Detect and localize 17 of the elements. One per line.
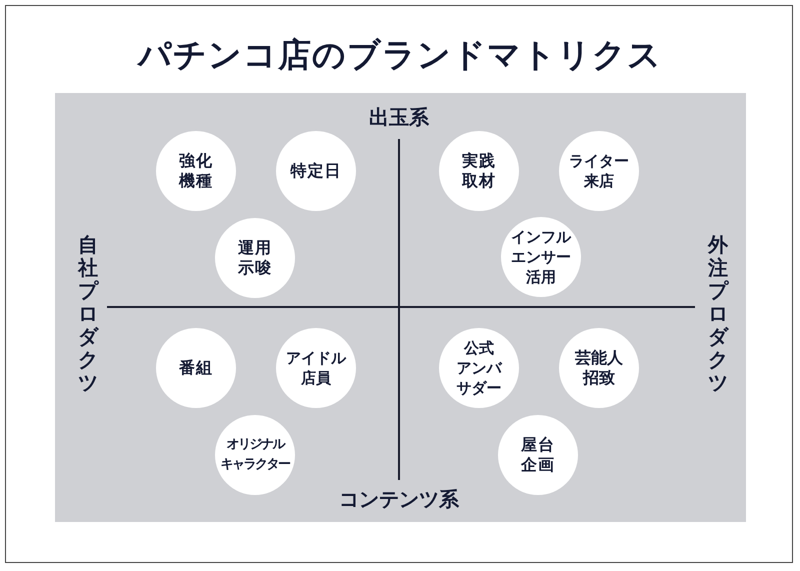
- circle-label: 芸能人招致: [575, 348, 623, 388]
- circle-label: 運用示唆: [238, 238, 272, 278]
- axis-label: コンテンツ系: [339, 488, 459, 510]
- title: パチンコ店のブランドマトリクス: [138, 34, 662, 76]
- axis-label: 出玉系: [369, 106, 429, 128]
- circle-label: アイドル店員: [286, 348, 346, 388]
- circle-label: ライター来店: [569, 151, 629, 191]
- circle-label: 屋台企画: [521, 435, 555, 475]
- circle-label: 番組: [179, 358, 213, 378]
- axis-label: 自社プロダクツ: [78, 234, 98, 394]
- axis-label: 外注プロダクツ: [708, 234, 728, 394]
- circle-label: 公式アンバサダー: [456, 338, 502, 398]
- circle-label: 強化機種: [179, 151, 213, 191]
- circle-label: インフルエンサー活用: [511, 227, 571, 287]
- circle-label: オリジナルキャラクター: [220, 436, 290, 474]
- circle-label: 実践取材: [462, 151, 496, 191]
- circle-label: 特定日: [290, 161, 342, 181]
